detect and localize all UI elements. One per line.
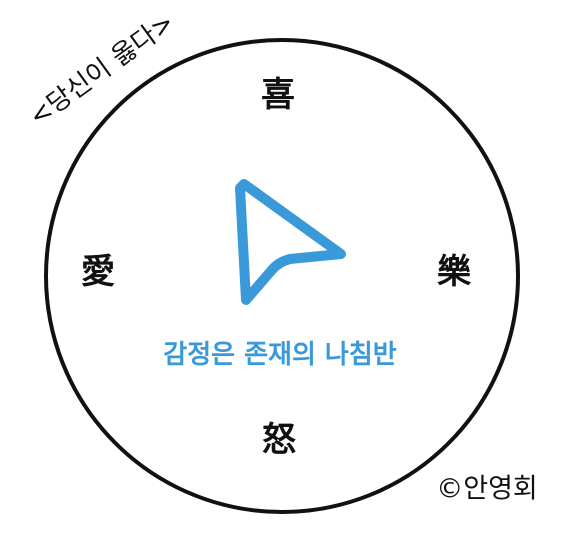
cursor-arrow-icon: [235, 179, 346, 305]
direction-label-left: 愛: [81, 252, 115, 292]
compass-circle: [44, 38, 520, 514]
direction-label-right: 樂: [437, 252, 471, 292]
direction-label-top: 喜: [261, 75, 295, 115]
direction-label-bottom: 怒: [262, 420, 296, 460]
credit-text: ©안영회: [436, 473, 538, 505]
compass-caption: 감정은 존재의 나침반: [163, 340, 397, 370]
